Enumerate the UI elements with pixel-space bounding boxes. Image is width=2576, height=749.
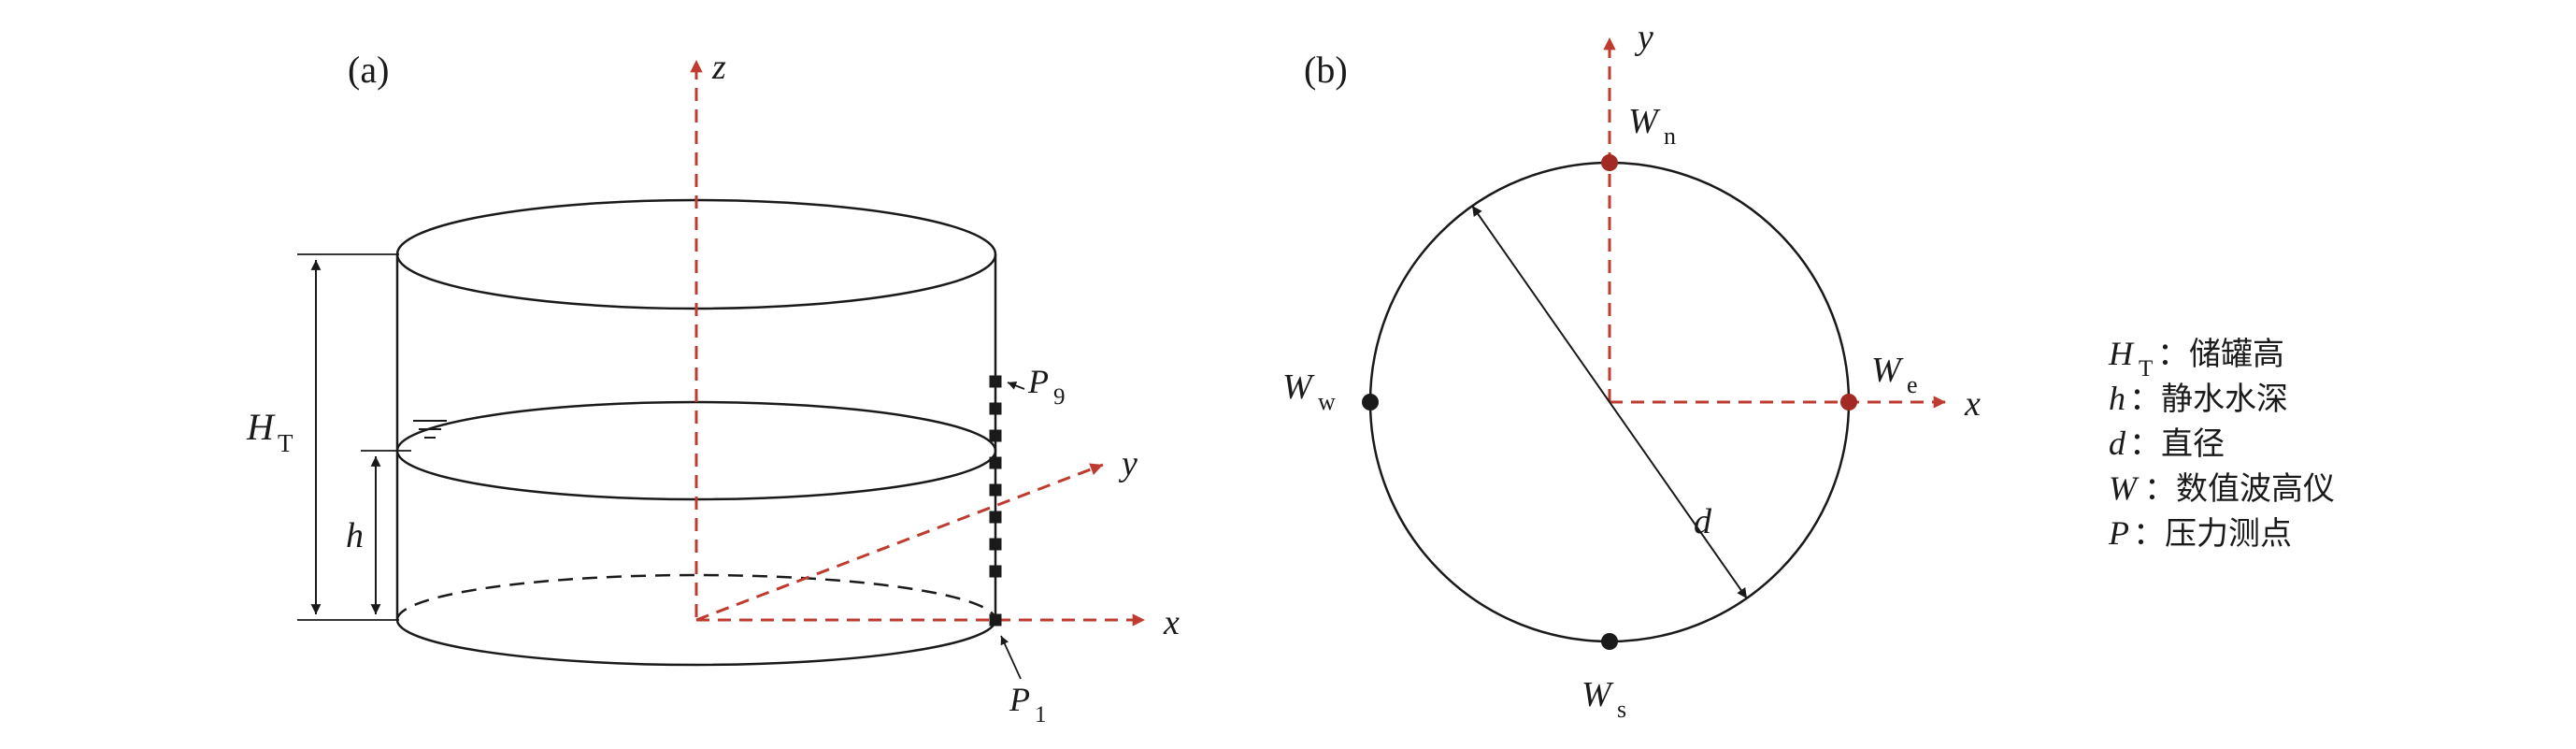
x-axis-label: x <box>1163 603 1180 642</box>
p9-pointer-arrow <box>1007 382 1025 390</box>
panel-a: (a) H T h <box>246 48 1180 727</box>
p1-subscript: 1 <box>1035 702 1047 727</box>
tank-height-symbol: H <box>246 406 276 448</box>
diameter-annotation: d <box>1471 205 1748 599</box>
legend: H T ：储罐高 h ：静水水深 d ：直径 W ：数值波高仪 P ：压力测点 <box>2108 335 2335 552</box>
y-axis-label: y <box>1118 444 1138 483</box>
legend-subscript: T <box>2139 356 2153 382</box>
dimension-lines: H T h <box>246 253 411 621</box>
gauge-dot-east <box>1840 394 1857 411</box>
y-axis-label: y <box>1634 18 1653 57</box>
gauge-east-symbol: W <box>1871 351 1904 390</box>
pressure-sensor <box>989 538 1002 551</box>
gauge-east-subscript: e <box>1907 371 1918 398</box>
pressure-sensor <box>989 613 1002 627</box>
free-surface-symbol <box>413 420 447 439</box>
pressure-sensor <box>989 565 1002 578</box>
pressure-sensor <box>989 483 1002 497</box>
gauge-dot-south <box>1601 633 1618 650</box>
pressure-sensor-array <box>989 375 1002 627</box>
gauge-west-subscript: w <box>1318 388 1336 415</box>
legend-desc: ：直径 <box>2129 426 2225 462</box>
p9-callout: P 9 <box>1007 363 1066 410</box>
legend-desc: ：静水水深 <box>2129 382 2288 417</box>
p1-symbol: P <box>1009 681 1030 718</box>
water-depth-symbol: h <box>346 516 364 555</box>
p1-pointer-arrow <box>1000 635 1022 680</box>
legend-symbol: W <box>2109 469 2140 507</box>
p9-symbol: P <box>1027 363 1049 400</box>
panel-a-axes: z x y <box>690 48 1180 642</box>
gauge-north-symbol: W <box>1628 102 1661 141</box>
legend-symbol: P <box>2108 514 2129 552</box>
gauge-dot-north <box>1601 154 1618 171</box>
diameter-arrow <box>1471 205 1748 599</box>
y-axis <box>695 463 1104 622</box>
pressure-sensor <box>989 456 1002 469</box>
pressure-sensor <box>989 511 1002 524</box>
gauge-south-symbol: W <box>1581 675 1614 714</box>
gauge-north-subscript: n <box>1664 122 1676 150</box>
pressure-sensor <box>989 429 1002 442</box>
x-axis-label: x <box>1964 384 1981 424</box>
tank-height-subscript: T <box>278 429 293 457</box>
panel-b-label: (b) <box>1304 49 1348 91</box>
wave-gauge-labels: W n W e W s W w <box>1282 102 1918 723</box>
legend-desc: ：储罐高 <box>2157 337 2284 372</box>
wave-gauge-dots <box>1362 154 1857 650</box>
legend-symbol: h <box>2109 380 2125 417</box>
p1-callout: P 1 <box>1000 635 1047 727</box>
gauge-west-symbol: W <box>1282 367 1315 407</box>
legend-symbol: H <box>2108 335 2135 372</box>
diameter-label: d <box>1694 502 1712 541</box>
pressure-sensor <box>989 375 1002 388</box>
panel-b: (b) y x d W n W e W s W <box>1282 18 1981 723</box>
legend-symbol: d <box>2109 425 2126 462</box>
panel-a-label: (a) <box>348 49 389 91</box>
tank-bottom-back-arc <box>395 573 997 621</box>
p9-subscript: 9 <box>1053 384 1066 410</box>
pressure-sensor <box>989 402 1002 415</box>
gauge-south-subscript: s <box>1617 696 1626 723</box>
legend-desc: ：数值波高仪 <box>2144 471 2335 507</box>
tank-bottom-front-arc <box>395 619 997 667</box>
legend-desc: ：压力测点 <box>2133 516 2292 552</box>
z-axis-label: z <box>711 48 726 87</box>
panel-b-axes: y x <box>1603 18 1981 424</box>
gauge-dot-west <box>1362 394 1379 411</box>
